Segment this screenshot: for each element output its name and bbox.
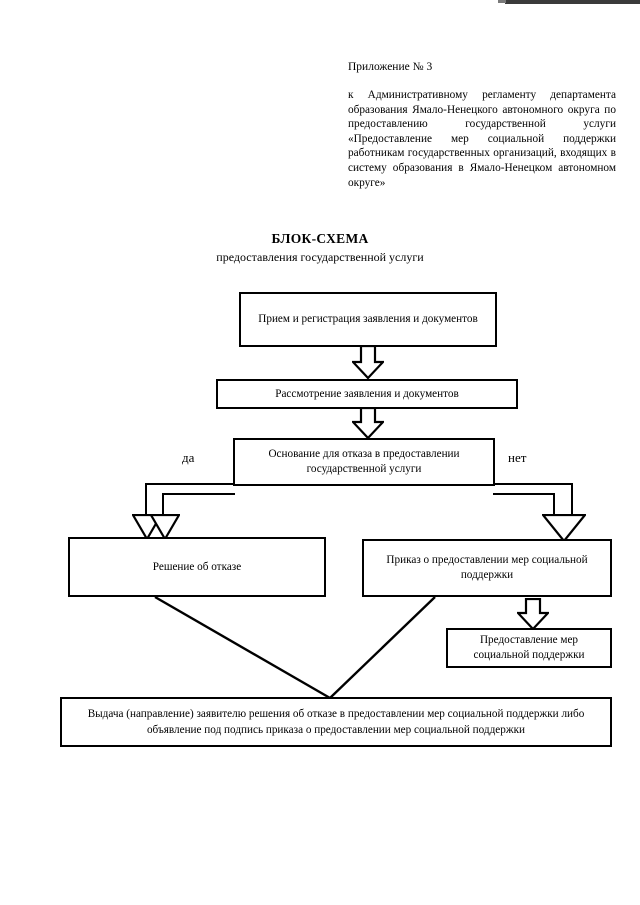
branch-left-vertical-outer <box>145 483 148 520</box>
arrow-decision-to-refusal-inner <box>150 514 180 540</box>
diagonal-refusal-to-final <box>154 595 331 700</box>
flow-node-review-label: Рассмотрение заявления и документов <box>275 387 459 400</box>
appendix-reference-text: к Административному регламенту департаме… <box>348 89 616 189</box>
arrow-order-to-provision <box>517 598 549 630</box>
arrow-decision-to-order <box>542 514 586 542</box>
flow-node-intake: Прием и регистрация заявления и документ… <box>239 292 497 347</box>
flow-node-final-issuance: Выдача (направление) заявителю решения о… <box>60 697 612 747</box>
flow-node-support-order: Приказ о предоставлении мер социальной п… <box>362 539 612 597</box>
flow-node-refusal-decision-label: Решение об отказе <box>152 560 242 573</box>
flow-node-support-provision: Предоставление мер социальной поддержки <box>446 628 612 668</box>
branch-right-vertical-outer <box>571 483 574 520</box>
scan-edge-artifact <box>505 0 640 4</box>
flow-node-review: Рассмотрение заявления и документов <box>216 379 518 409</box>
flow-node-support-provision-label: Предоставление мер социальной поддержки <box>473 634 585 661</box>
branch-left-horizontal-inner <box>162 493 235 496</box>
page-subtitle: предоставления государственной услуги <box>216 250 424 264</box>
appendix-number: Приложение № 3 <box>348 61 433 73</box>
branch-right-horizontal-inner <box>493 493 555 496</box>
scan-edge-artifact-secondary <box>498 0 506 3</box>
page-title: БЛОК-СХЕМА <box>271 231 369 246</box>
branch-right-horizontal-outer <box>493 483 573 486</box>
flow-node-support-order-label: Приказ о предоставлении мер социальной п… <box>386 554 588 581</box>
diagonal-order-to-final <box>329 596 436 699</box>
flow-node-intake-label: Прием и регистрация заявления и документ… <box>258 313 478 325</box>
arrow-review-to-decision <box>352 407 384 439</box>
flow-node-refusal-decision: Решение об отказе <box>68 537 326 597</box>
branch-left-horizontal-outer <box>145 483 235 486</box>
flow-node-final-issuance-label: Выдача (направление) заявителю решения о… <box>87 708 585 736</box>
flow-node-refusal-grounds: Основание для отказа в предоставлении го… <box>233 438 495 486</box>
branch-left-vertical-inner <box>162 493 165 520</box>
branch-label-no: нет <box>508 450 527 465</box>
flow-node-refusal-grounds-label: Основание для отказа в предоставлении го… <box>268 448 460 475</box>
branch-label-yes: да <box>182 450 195 465</box>
branch-right-vertical-inner <box>553 493 556 520</box>
converging-connectors <box>154 595 436 700</box>
arrow-intake-to-review <box>352 345 384 379</box>
